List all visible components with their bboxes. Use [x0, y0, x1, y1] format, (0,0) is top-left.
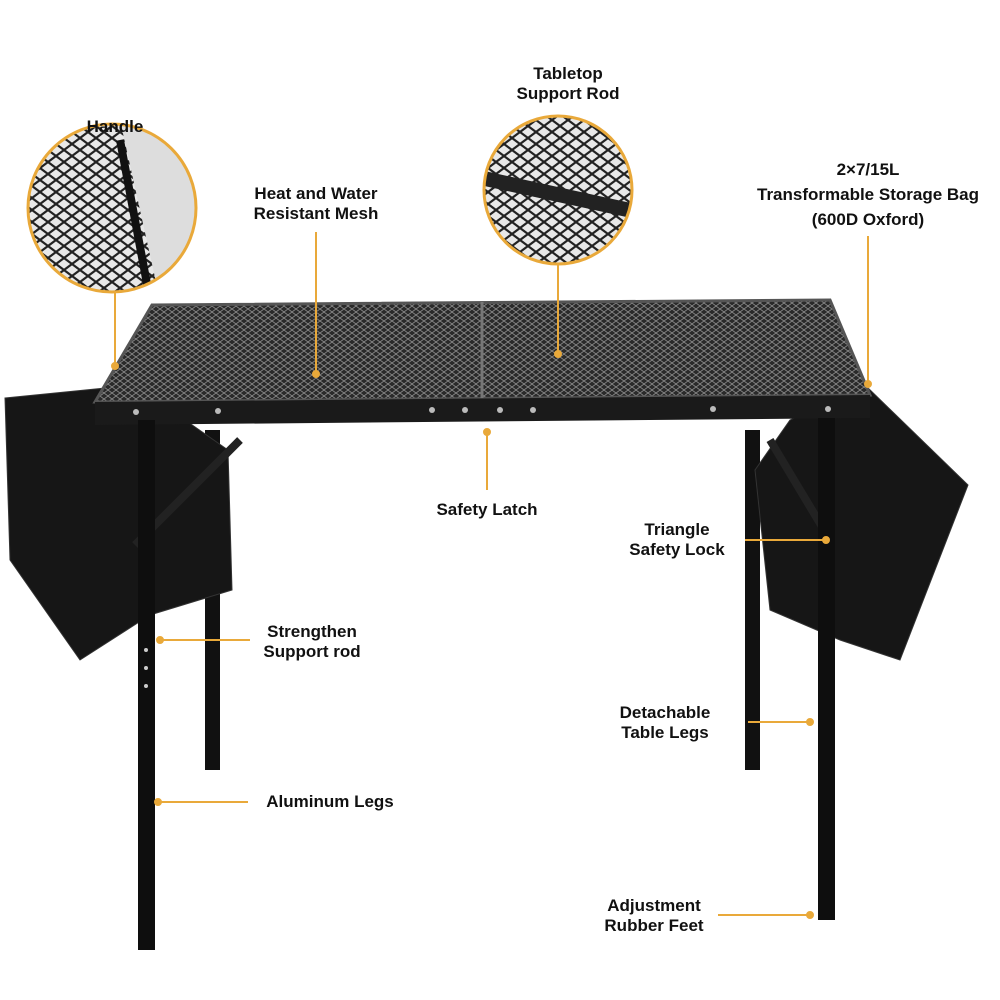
- label-text: Safety Latch: [436, 500, 538, 519]
- label-handle: Handle: [87, 117, 144, 137]
- label-storage-bag: 2×7/15L Transformable Storage Bag (600D Ox…: [757, 157, 979, 232]
- label-text: Transformable Storage Bag: [756, 185, 980, 204]
- label-text: Support Rod: [516, 84, 620, 103]
- label-text: (600D Oxford): [811, 210, 925, 229]
- tabletop-frame: [95, 395, 870, 425]
- label-text: Triangle: [644, 520, 710, 539]
- label-text: Resistant Mesh: [253, 204, 379, 223]
- leader-lines: [111, 232, 872, 919]
- label-text: Heat and Water: [254, 184, 378, 203]
- front-legs: [138, 418, 835, 950]
- label-text: Table Legs: [621, 723, 709, 742]
- label-text: Adjustment: [607, 896, 701, 915]
- label-text: Support rod: [263, 642, 361, 661]
- support-rod-closeup: [485, 117, 631, 263]
- label-text: 2×7/15L: [836, 160, 900, 179]
- left-storage-bag: [4, 384, 233, 661]
- right-storage-bag: [754, 384, 969, 661]
- label-safety-latch: Safety Latch: [436, 500, 537, 520]
- label-text: Aluminum Legs: [266, 792, 394, 811]
- label-text: Safety Lock: [629, 540, 725, 559]
- label-text: Strengthen: [267, 622, 357, 641]
- handle-closeup: [29, 125, 195, 291]
- label-text: Detachable: [619, 703, 711, 722]
- label-text: Tabletop: [533, 64, 603, 83]
- label-aluminum-legs: Aluminum Legs: [266, 792, 394, 812]
- label-text: Rubber Feet: [604, 916, 704, 935]
- label-text: Handle: [86, 117, 144, 136]
